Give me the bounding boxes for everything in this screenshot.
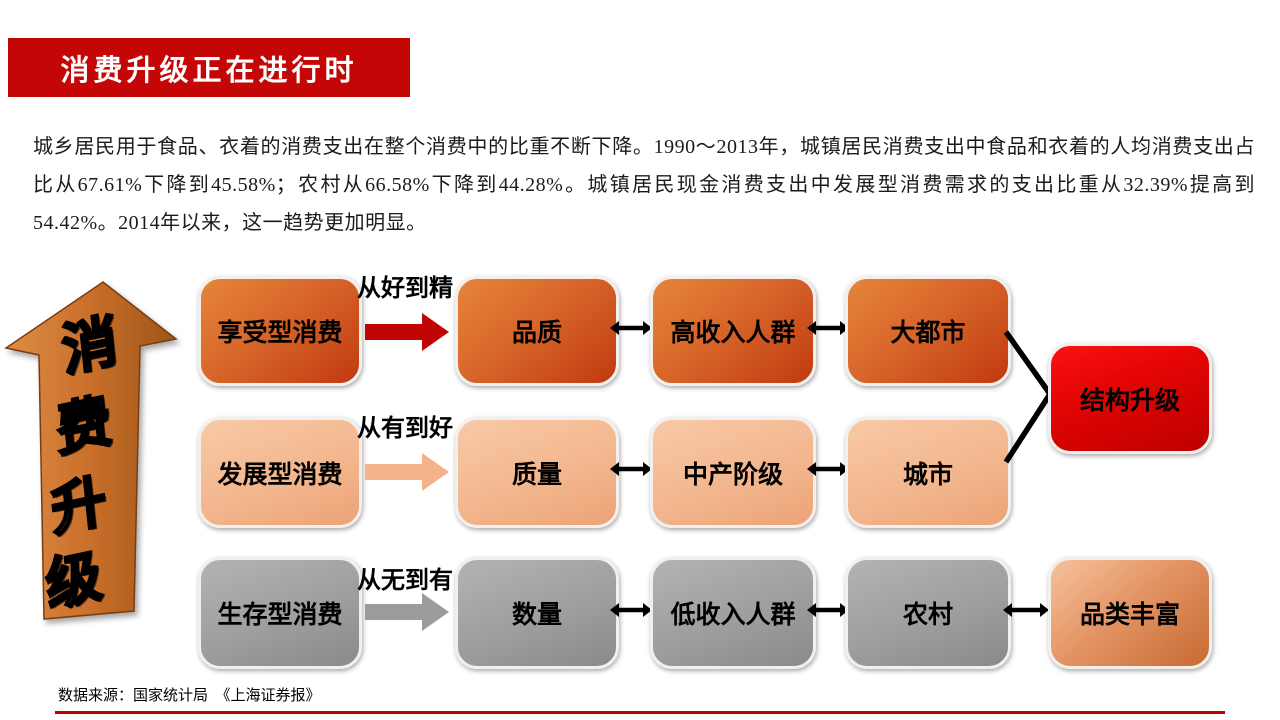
double-arrow-icon: [807, 321, 849, 335]
vertical-arrow-char: 费: [52, 389, 116, 465]
double-arrow-icon: [610, 462, 652, 476]
vertical-arrow-char: 升: [47, 469, 111, 545]
box-label: 中产阶级: [682, 461, 783, 489]
box-label: 城市: [902, 461, 953, 489]
box-metropolis: 大都市: [845, 276, 1011, 386]
transition-label-none-to-have: 从无到有: [357, 568, 453, 594]
double-arrow-icon: [610, 603, 652, 617]
box-enjoyment-type-consumption: 享受型消费: [198, 276, 362, 386]
title-banner: 消费升级正在进行时: [8, 38, 410, 97]
box-label: 农村: [902, 602, 953, 629]
box-development-type-consumption: 发展型消费: [198, 417, 362, 528]
bottom-rule: [55, 711, 1225, 714]
connector-lines: [1003, 330, 1053, 464]
box-label: 发展型消费: [217, 461, 343, 489]
box-label: 品质: [511, 320, 562, 347]
box-structural-upgrade: 结构升级: [1048, 343, 1212, 454]
box-subsistence-type-consumption: 生存型消费: [198, 557, 362, 669]
box-label: 大都市: [890, 320, 966, 347]
page-title: 消费升级正在进行时: [60, 54, 358, 87]
box-rich-variety: 品类丰富: [1048, 557, 1212, 669]
double-arrow-icon: [610, 321, 652, 335]
vertical-arrow-char: 级: [42, 544, 106, 620]
body-paragraph: 城乡居民用于食品、衣着的消费支出在整个消费中的比重不断下降。1990～2013年…: [33, 136, 1255, 234]
box-rural: 农村: [845, 557, 1011, 669]
box-label: 生存型消费: [217, 602, 343, 629]
box-label: 高收入人群: [670, 320, 796, 347]
box-label: 结构升级: [1079, 387, 1180, 415]
box-label: 数量: [511, 602, 562, 629]
consumption-upgrade-arrow: 消 费 升 级: [4, 281, 180, 623]
flow-arrow-icon: [365, 593, 449, 631]
double-arrow-icon: [807, 462, 849, 476]
box-premium-quality: 品质: [455, 276, 619, 386]
box-middle-class: 中产阶级: [650, 417, 816, 528]
data-source-note: 数据来源：国家统计局 《上海证券报》: [58, 688, 321, 704]
box-label: 享受型消费: [217, 320, 343, 347]
box-high-income-group: 高收入人群: [650, 276, 816, 386]
up-arrow-icon: [4, 281, 178, 620]
box-quantity: 数量: [455, 557, 619, 669]
flow-arrow-icon: [365, 453, 449, 491]
double-arrow-icon: [807, 603, 849, 617]
flow-arrow-icon: [365, 313, 449, 351]
vertical-arrow-char: 消: [58, 309, 122, 385]
box-city: 城市: [845, 417, 1011, 528]
double-arrow-icon: [1003, 603, 1049, 617]
box-label: 质量: [511, 461, 562, 489]
transition-label-have-to-good: 从有到好: [357, 416, 453, 442]
box-label: 品类丰富: [1079, 602, 1180, 629]
transition-label-good-to-refined: 从好到精: [357, 276, 453, 302]
box-low-income-group: 低收入人群: [650, 557, 816, 669]
box-quality: 质量: [455, 417, 619, 528]
box-label: 低收入人群: [670, 602, 796, 629]
